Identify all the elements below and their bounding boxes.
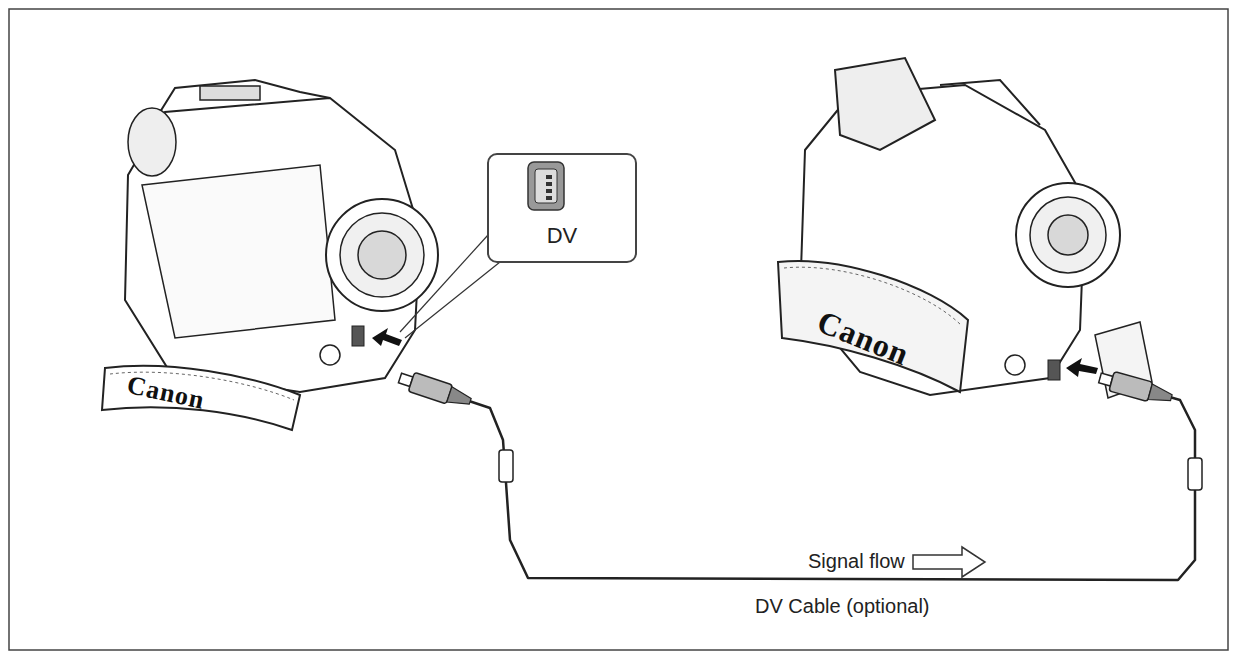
lens-glass [358,231,406,279]
port-callout: DV [487,153,637,263]
camcorder-top [940,80,1040,125]
plug-boot [1148,384,1173,405]
lens-hood [1016,183,1120,287]
lens-hood [326,199,438,311]
viewfinder [128,108,176,176]
port-pin [546,175,552,179]
port-label: DV [489,225,635,247]
brand-logo: Canon [125,372,207,414]
camcorder-node: Canon [100,70,400,420]
lcd-panel [1095,322,1152,398]
port-pin [546,196,552,200]
insert-arrow [1066,358,1098,377]
lens [1030,197,1106,273]
lens [340,213,424,297]
dial [1005,355,1025,375]
plug-body [1109,372,1153,402]
port-socket [535,169,557,203]
dial [320,345,340,365]
leader-line [405,262,500,338]
dv-plug [1097,368,1174,407]
grip-strap [778,261,968,392]
outer-frame [9,9,1228,650]
callout-fill [490,156,634,260]
plug-body [408,372,452,404]
plug-tip [1099,373,1113,386]
dv-port [1048,360,1060,380]
camcorder-body [800,85,1085,395]
lens-glass [1048,215,1088,255]
insert-arrow [372,328,402,346]
dv-cable [400,377,1195,580]
edge-label: Signal flow [808,550,905,572]
plug-boot [447,387,473,409]
port-pin [546,182,552,186]
camcorder-node: Canon [770,55,1100,400]
side-panel [142,165,335,338]
grip-strap [102,366,300,430]
dv-port [352,326,364,346]
port-icon [528,162,564,210]
strap-stitching [784,267,962,326]
cable-label: DV Cable (optional) [755,595,930,617]
brand-logo: Canon [813,305,914,371]
accessory-shoe [200,86,260,100]
ferrite-core [1188,458,1202,490]
viewfinder [835,58,935,150]
port-pin [546,189,552,193]
leader-line [400,235,488,332]
ferrite-core [499,450,513,482]
signal-flow-arrow [913,547,985,577]
camcorder-top [160,80,330,112]
camcorder-body [125,98,420,392]
dv-plug [397,369,474,411]
plug-tip [398,373,413,386]
